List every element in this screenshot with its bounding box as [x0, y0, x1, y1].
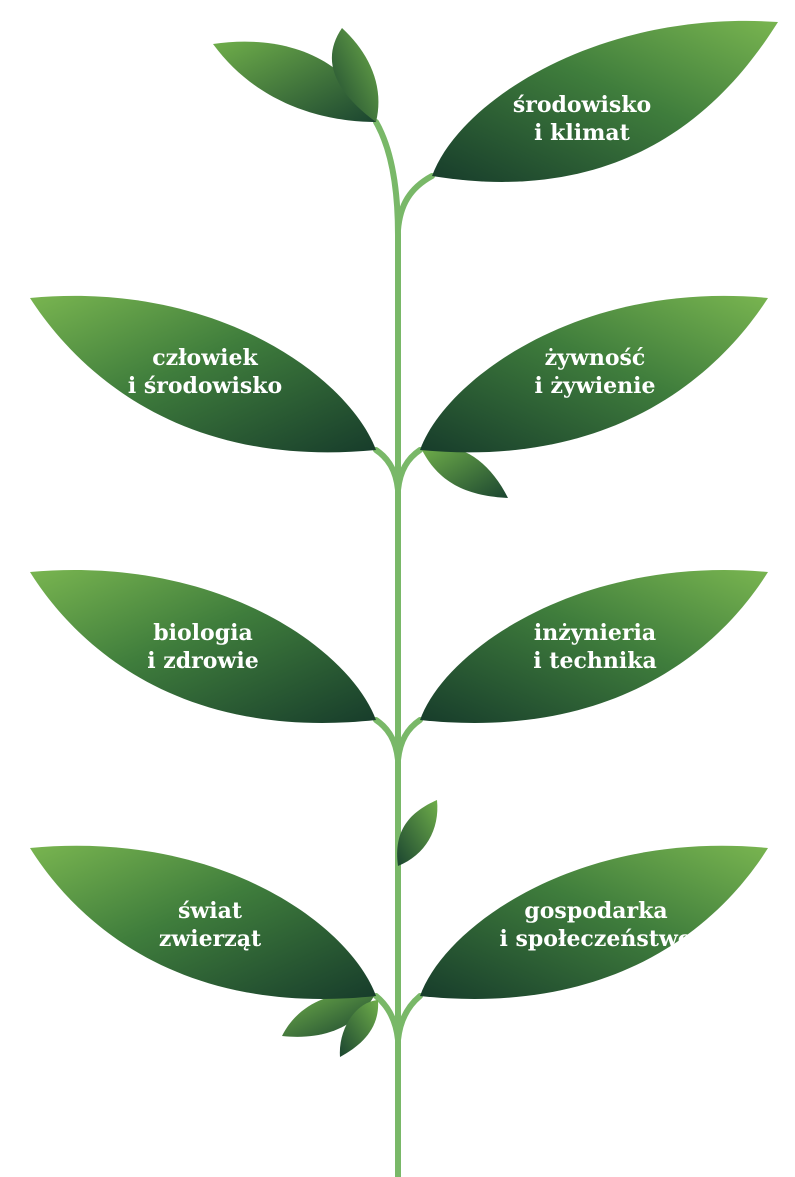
- branch-left-3: [376, 720, 398, 760]
- leaf-shape: [30, 570, 376, 723]
- branch-top-right: [398, 176, 432, 230]
- leaf-label-line2: zwierząt: [159, 926, 262, 952]
- leaf-label-line2: i technika: [533, 648, 656, 674]
- leaf-label-line1: środowisko: [513, 92, 651, 118]
- leaf-label-line2: i klimat: [534, 120, 631, 146]
- small-leaf-stem: [397, 800, 437, 866]
- leaf-label-line2: i żywienie: [535, 373, 656, 399]
- leaf-label-line1: świat: [178, 898, 243, 924]
- leaf-label-line2: i środowisko: [128, 373, 282, 399]
- leaf-gospodarka-i-spoleczenstwo: gospodarka i społeczeństwo: [420, 846, 768, 999]
- branch-left-2: [376, 450, 398, 490]
- stem: [376, 122, 432, 1177]
- leaf-shape: [420, 570, 768, 723]
- small-leaf-mid-right: [422, 447, 508, 498]
- leaf-label-line1: człowiek: [152, 345, 258, 371]
- leaf-label-line2: i społeczeństwo: [500, 926, 693, 952]
- leaf-label-line1: gospodarka: [524, 898, 667, 924]
- branch-right-4: [398, 996, 420, 1040]
- leaf-label-line1: żywność: [545, 345, 646, 371]
- leaf-label-line1: biologia: [153, 620, 252, 646]
- leaf-inzynieria-i-technika: inżynieria i technika: [420, 570, 768, 723]
- leaf-srodowisko-i-klimat: środowisko i klimat: [432, 21, 778, 182]
- leaf-zywnosc-i-zywienie: żywność i żywienie: [420, 296, 768, 453]
- branch-right-3: [398, 720, 420, 760]
- leaf-biologia-i-zdrowie: biologia i zdrowie: [30, 570, 376, 723]
- leaf-swiat-zwierzat: świat zwierząt: [30, 846, 376, 999]
- leaf-czlowiek-i-srodowisko: człowiek i środowisko: [30, 296, 376, 453]
- branch-left-4: [376, 996, 398, 1040]
- leaf-label-line1: inżynieria: [534, 620, 656, 646]
- leaf-label-line2: i zdrowie: [147, 648, 258, 674]
- branch-right-2: [398, 450, 420, 490]
